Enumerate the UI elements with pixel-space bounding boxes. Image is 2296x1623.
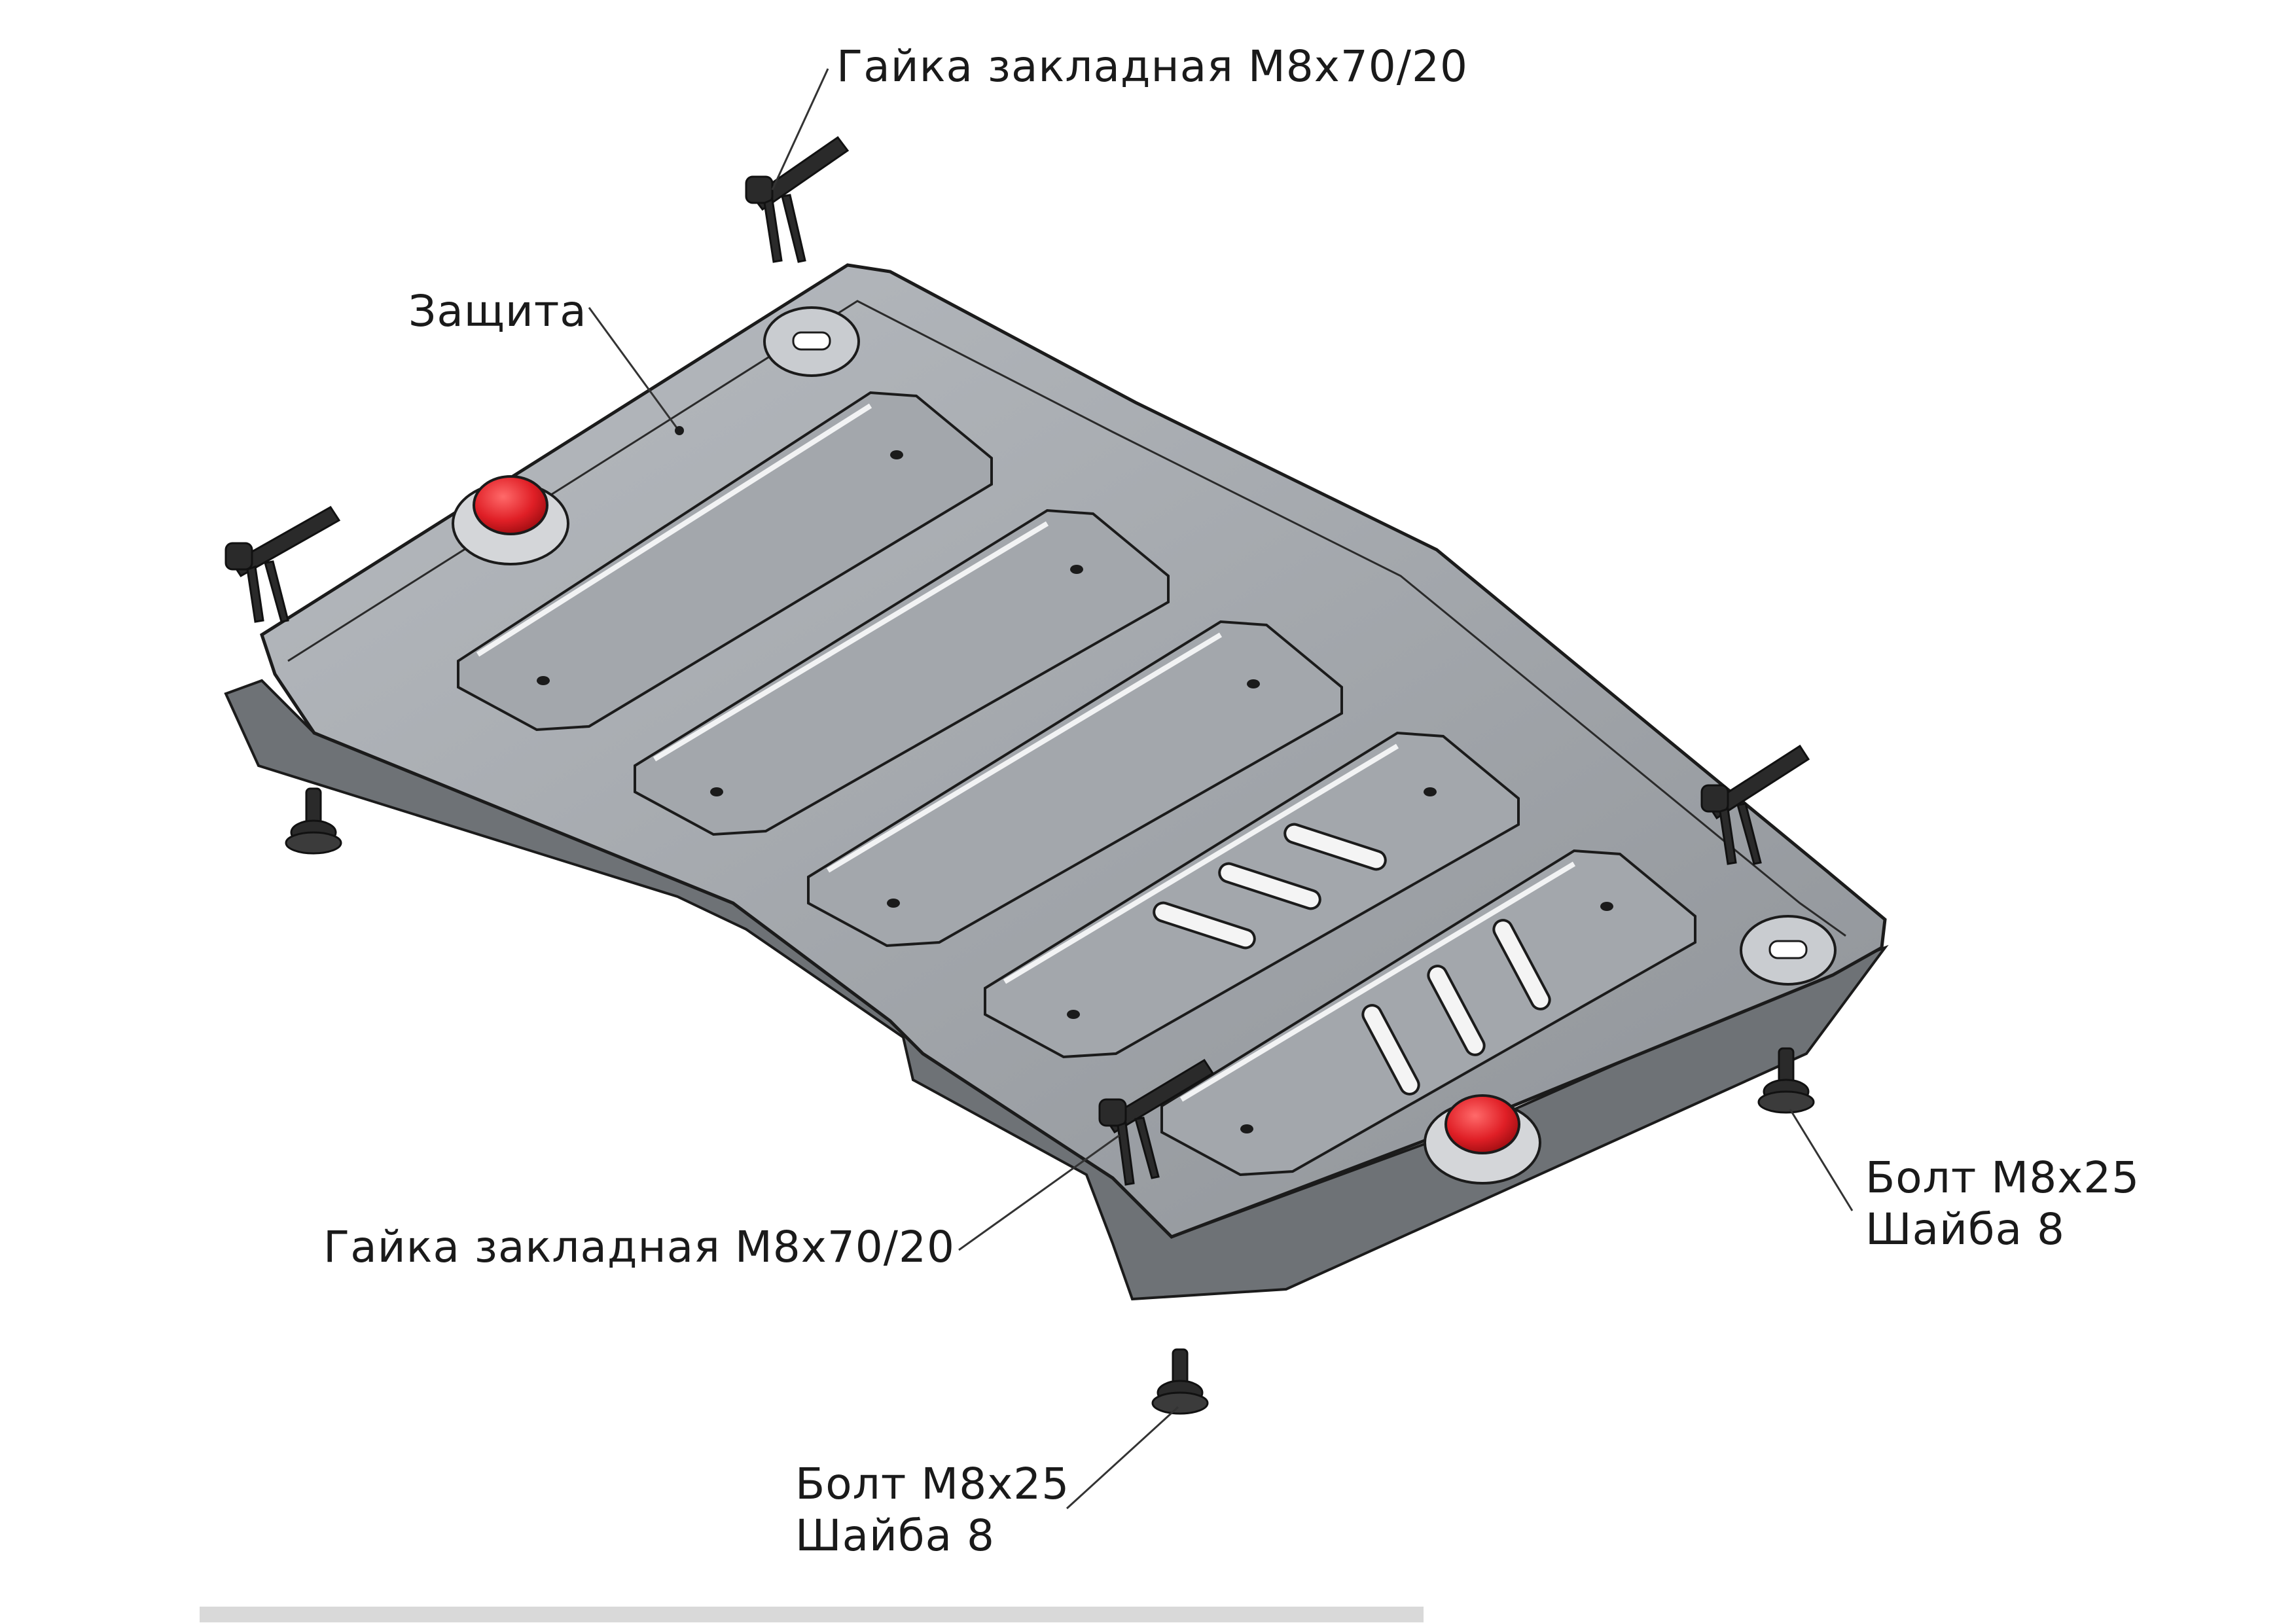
rib-highlights — [476, 403, 1576, 1102]
rib-holes — [537, 450, 1613, 1133]
leader-bolt-right — [1789, 1109, 1854, 1211]
rib-3 — [807, 620, 1343, 948]
access-boss-top — [763, 306, 860, 377]
label-guard: Защита — [408, 286, 587, 336]
bolt-bottom — [1151, 1348, 1209, 1415]
embedded-nut-bottom — [1098, 1058, 1215, 1186]
vent-slots — [1153, 823, 1551, 1096]
rib-2 — [634, 508, 1170, 836]
rib-1 — [457, 391, 993, 732]
label-nut-bottom: Гайка закладная М8х70/20 — [323, 1222, 956, 1272]
leader-lines — [588, 68, 1854, 1510]
label-nut-top: Гайка закладная М8х70/20 — [836, 41, 1469, 92]
label-bolt-bottom-line1: Болт М8х25 — [795, 1459, 1070, 1509]
leader-nut-top — [771, 68, 829, 190]
embedded-nut-right — [1700, 744, 1810, 865]
stiffening-ribs — [457, 391, 1696, 1177]
rib-4 — [984, 731, 1520, 1059]
embedded-nut-left — [224, 505, 341, 623]
rib-5 — [1160, 849, 1696, 1177]
label-bolt-right-line2: Шайба 8 — [1865, 1204, 2066, 1255]
label-bolt-right: Болт М8х25 Шайба 8 — [1865, 1152, 2140, 1255]
access-boss-right — [1740, 915, 1837, 986]
bolt-left — [285, 787, 342, 855]
drain-plug-left — [452, 475, 569, 565]
label-bolt-bottom-line2: Шайба 8 — [795, 1510, 996, 1561]
label-bolt-bottom: Болт М8х25 Шайба 8 — [795, 1458, 1069, 1561]
leader-guard-dot — [675, 426, 684, 435]
embedded-nut-top — [745, 135, 850, 263]
label-bolt-right-line1: Болт М8х25 — [1865, 1152, 2140, 1203]
leader-guard — [588, 307, 679, 429]
plate-bend-line — [287, 300, 1846, 937]
leader-bolt-bottom — [1066, 1406, 1179, 1510]
bottom-bar — [200, 1607, 1424, 1622]
bolt-right — [1757, 1047, 1815, 1114]
leader-nut-bottom — [958, 1134, 1120, 1251]
drain-plug-right — [1424, 1094, 1541, 1185]
